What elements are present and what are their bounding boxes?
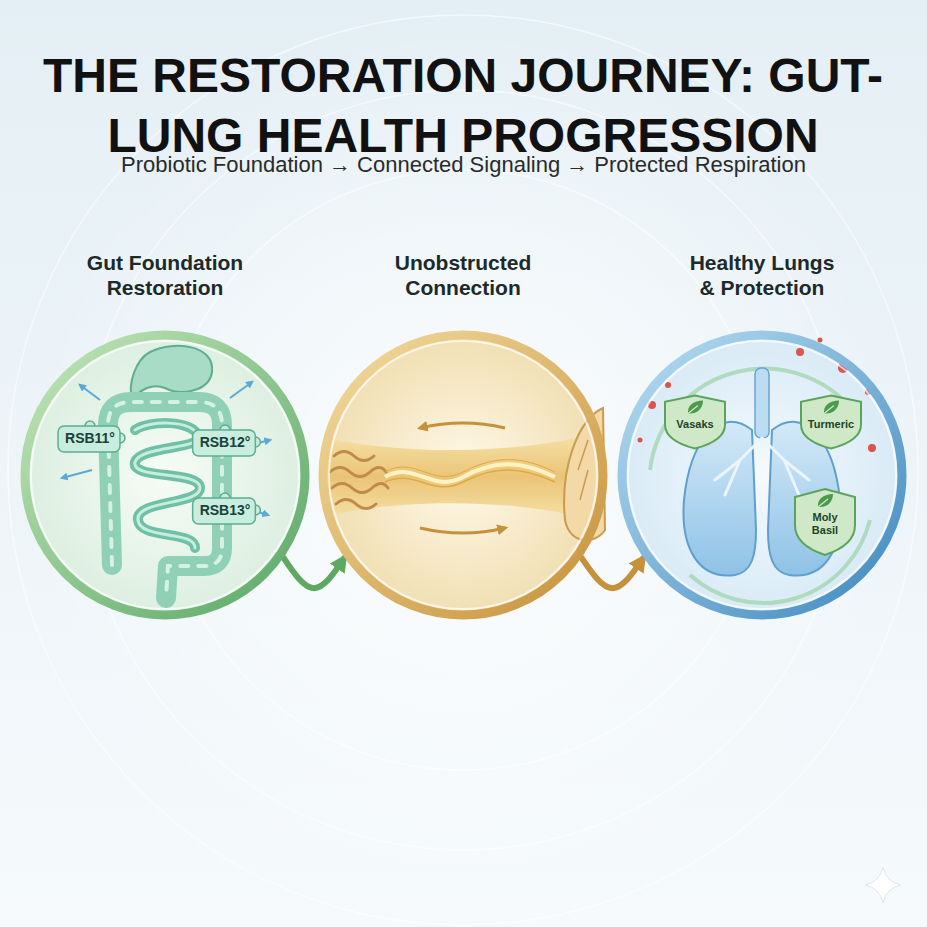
gut-illustration (62, 470, 92, 478)
stage-circle: Healthy Lungs & ProtectionVasaksTurmeric… (617, 330, 907, 620)
probiotic-puzzle-piece-outline (193, 430, 256, 456)
gut-lung-connection-illustration (334, 452, 374, 461)
probiotic-puzzle-piece: RSB11° (54, 420, 126, 456)
lung-illustration (715, 438, 809, 495)
herb-label: Moly Basil (799, 511, 851, 537)
herb-shield: Moly Basil (795, 489, 855, 555)
stage-circle-outline (329, 341, 597, 609)
virus-dots (868, 444, 876, 452)
gut-illustration (135, 423, 200, 548)
strain-label: RSB12° (200, 433, 251, 451)
gut-illustration (230, 382, 252, 398)
herb-shield: Vasaks (665, 396, 725, 449)
gut-lung-connection-illustration (330, 468, 386, 477)
stage-circle-outline (628, 341, 896, 609)
subtitle: Probiotic Foundation → Connected Signali… (0, 151, 927, 179)
virus-dots (796, 348, 804, 356)
herb-shield-outline (795, 489, 855, 555)
lung-illustration (755, 368, 769, 438)
probiotic-puzzle-piece-outline (193, 498, 256, 524)
gut-lung-connection-illustration (332, 484, 388, 493)
herb-shield-outline (818, 494, 833, 507)
stage-heading: Healthy Lungs & Protection (683, 250, 841, 300)
gut-illustration (135, 423, 200, 548)
connection-circle-fill (322, 334, 604, 616)
probiotic-puzzle-piece-outline (58, 426, 120, 452)
gut-circle-fill (24, 334, 306, 616)
gut-lung-connection-illustration (578, 440, 588, 500)
glow-rings (8, 15, 918, 925)
herb-shield-outline (665, 396, 725, 449)
gut-illustration (62, 346, 270, 598)
stage-circle-outline (20, 330, 310, 620)
herb-shield-outline (688, 401, 703, 414)
herb-shield-outline (824, 406, 834, 414)
probiotic-puzzle-piece: RSB12° (189, 424, 262, 460)
gut-lung-connection-illustration (420, 528, 505, 533)
probiotic-puzzle-piece: RSB13° (189, 492, 262, 528)
stage-heading: Unobstructed Connection (378, 250, 548, 300)
flow-arrow (582, 558, 643, 588)
stage-circle-outline (622, 335, 902, 615)
glow-rings (8, 15, 918, 925)
herb-label: Vasaks (669, 418, 721, 431)
gut-lung-connection-illustration (336, 500, 376, 509)
gut-lung-connection-illustration (385, 470, 555, 487)
gut-lung-connection-illustration (420, 423, 505, 428)
herb-shield: Turmeric (801, 396, 861, 449)
stage-circle: Gut Foundation RestorationRSB11°RSB12°RS… (20, 330, 310, 620)
stage-circle-outline (617, 330, 907, 620)
sparkle-watermark (865, 867, 901, 903)
herb-shield-outline (818, 499, 828, 507)
stage-circle-outline (318, 330, 608, 620)
gut-illustration (80, 385, 100, 400)
herb-shield-outline (688, 406, 698, 414)
herb-shield-outline (801, 396, 861, 449)
gut-lung-connection-illustration (328, 408, 605, 540)
title: THE RESTORATION JOURNEY: GUT-LUNG HEALTH… (18, 46, 908, 166)
herb-label: Turmeric (805, 418, 857, 431)
stage-circle: Unobstructed Connection (318, 330, 608, 620)
strain-label: RSB13° (200, 501, 251, 519)
lung-illustration (638, 338, 877, 604)
herb-shield-outline (824, 401, 839, 414)
virus-dots (818, 338, 823, 343)
stage-circle-outline (25, 335, 305, 615)
strain-label: RSB11° (65, 429, 115, 447)
gut-lung-connection-illustration (328, 432, 600, 522)
virus-dots (638, 438, 643, 443)
stage-heading: Gut Foundation Restoration (80, 250, 250, 300)
stage-circle-outline (323, 335, 603, 615)
gut-lung-connection-illustration (385, 460, 555, 477)
flow-arrow (284, 558, 344, 588)
gut-lung-connection-illustration (330, 452, 388, 509)
stage-circle-outline (31, 341, 299, 609)
gut-illustration (131, 346, 212, 398)
lung-circle-fill (621, 334, 903, 616)
